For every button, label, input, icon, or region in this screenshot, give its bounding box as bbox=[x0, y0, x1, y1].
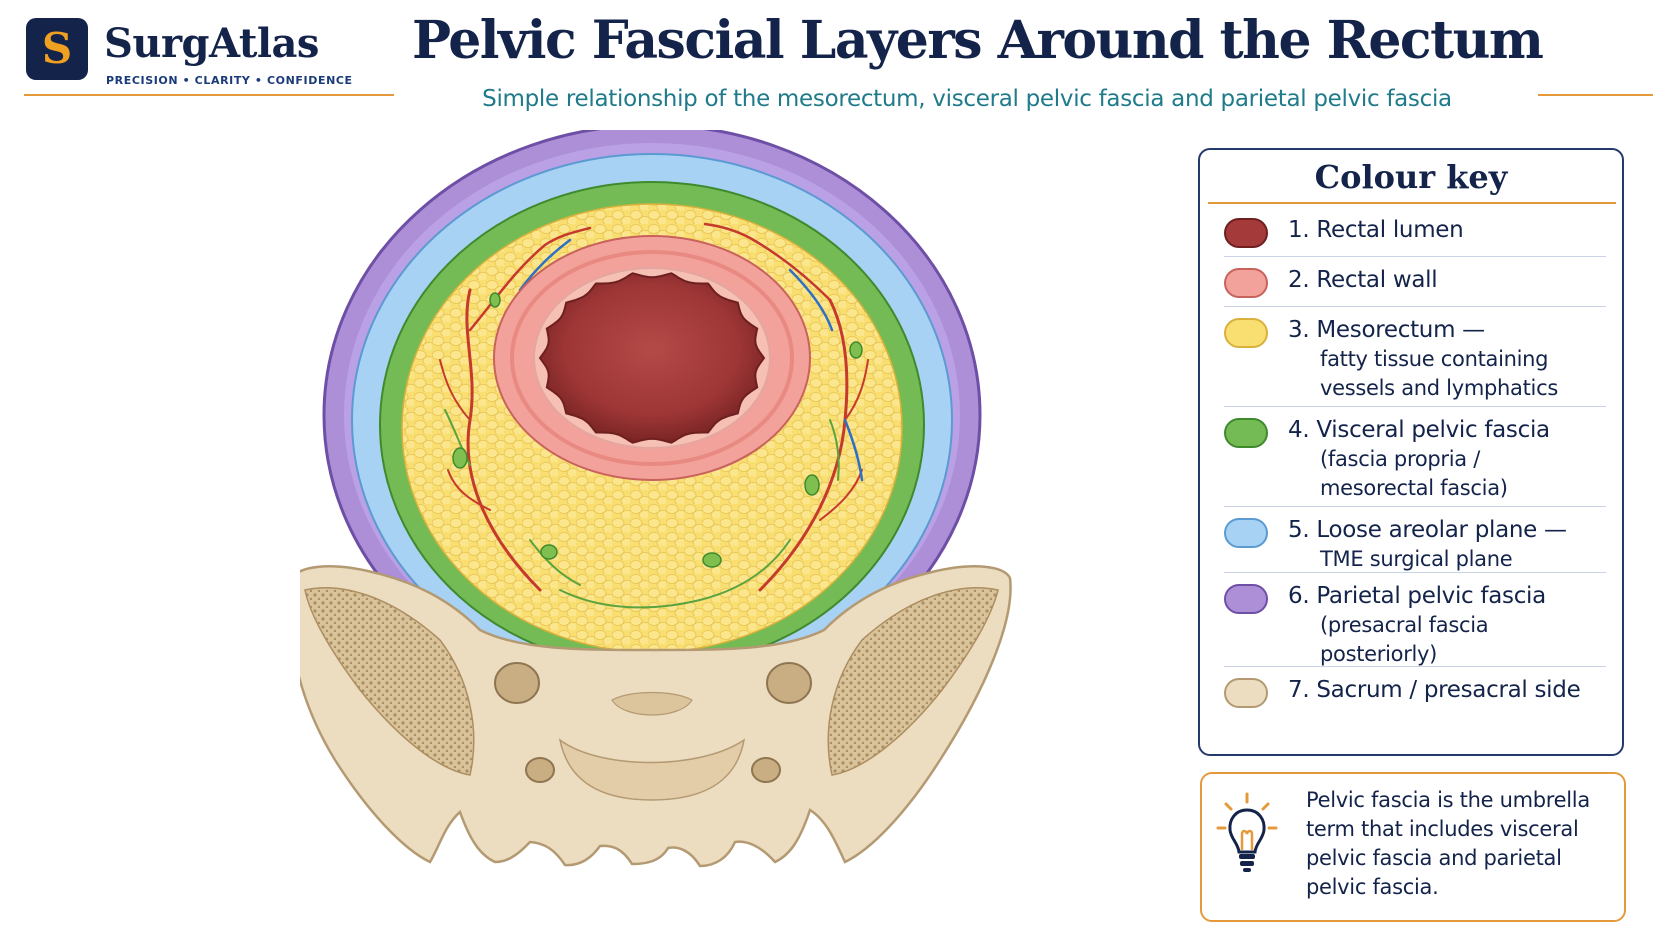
colour-swatch bbox=[1224, 318, 1268, 348]
colour-key-separator bbox=[1224, 506, 1606, 507]
colour-key-separator bbox=[1224, 572, 1606, 573]
lightbulb-icon bbox=[1216, 792, 1278, 872]
colour-key-separator bbox=[1224, 306, 1606, 307]
colour-key-label: 3. Mesorectum — fatty tissue containing ve… bbox=[1288, 316, 1558, 403]
rectum-cross-section-diagram bbox=[300, 130, 1012, 868]
colour-key-name: Mesorectum — bbox=[1316, 317, 1485, 343]
colour-key-separator bbox=[1224, 666, 1606, 667]
colour-key-number: 1. bbox=[1288, 217, 1310, 243]
colour-key-item: 4. Visceral pelvic fascia (fascia propria… bbox=[1200, 408, 1622, 506]
rectal-lumen bbox=[538, 272, 766, 444]
colour-key-label: 2. Rectal wall bbox=[1288, 266, 1438, 295]
colour-swatch bbox=[1224, 418, 1268, 448]
colour-key-description: (fascia propria / bbox=[1320, 447, 1480, 471]
colour-key-description: TME surgical plane bbox=[1320, 547, 1513, 571]
brand-name: SurgAtlas bbox=[104, 20, 319, 67]
colour-swatch bbox=[1224, 678, 1268, 708]
colour-key-description: mesorectal fascia) bbox=[1320, 476, 1508, 500]
colour-key-number: 4. bbox=[1288, 417, 1310, 443]
header-divider-left bbox=[24, 94, 394, 96]
colour-key-number: 3. bbox=[1288, 317, 1310, 343]
colour-key-title-divider bbox=[1208, 202, 1616, 204]
sacrum-bone bbox=[300, 565, 1012, 868]
colour-swatch bbox=[1224, 518, 1268, 548]
colour-key-name: Visceral pelvic fascia bbox=[1316, 417, 1550, 443]
colour-key-item: 2. Rectal wall bbox=[1200, 258, 1622, 306]
colour-key-number: 7. bbox=[1288, 677, 1310, 703]
colour-key-number: 2. bbox=[1288, 267, 1310, 293]
colour-key-label: 4. Visceral pelvic fascia (fascia propria… bbox=[1288, 416, 1550, 503]
lymph-nodes bbox=[452, 292, 863, 568]
brand-tagline: PRECISION • CLARITY • CONFIDENCE bbox=[106, 74, 353, 87]
colour-key-name: Parietal pelvic fascia bbox=[1316, 583, 1546, 609]
header-divider-right bbox=[1538, 94, 1653, 96]
colour-key-item: 7. Sacrum / presacral side bbox=[1200, 668, 1622, 716]
colour-key-separator bbox=[1224, 406, 1606, 407]
colour-swatch bbox=[1224, 268, 1268, 298]
note-text: Pelvic fascia is the umbrella term that … bbox=[1306, 788, 1590, 899]
page-title: Pelvic Fascial Layers Around the Rectum bbox=[412, 10, 1544, 71]
colour-key-item: 6. Parietal pelvic fascia (presacral fasc… bbox=[1200, 574, 1622, 666]
colour-key-item: 1. Rectal lumen bbox=[1200, 208, 1622, 256]
colour-key-description: posteriorly) bbox=[1320, 642, 1438, 666]
colour-key-label: 5. Loose areolar plane — TME surgical pla… bbox=[1288, 516, 1567, 574]
colour-swatch bbox=[1224, 584, 1268, 614]
colour-key-item: 5. Loose areolar plane — TME surgical pla… bbox=[1200, 508, 1622, 572]
colour-key-label: 7. Sacrum / presacral side bbox=[1288, 676, 1581, 705]
logo-letter: S bbox=[41, 24, 73, 73]
colour-key-description: vessels and lymphatics bbox=[1320, 376, 1558, 400]
colour-key-number: 5. bbox=[1288, 517, 1310, 543]
colour-key-name: Rectal wall bbox=[1316, 267, 1438, 293]
colour-key-number: 6. bbox=[1288, 583, 1310, 609]
mesorectal-vessels bbox=[439, 222, 869, 609]
colour-key-name: Sacrum / presacral side bbox=[1316, 677, 1581, 703]
colour-key-description: (presacral fascia bbox=[1320, 613, 1489, 637]
colour-key-label: 6. Parietal pelvic fascia (presacral fasc… bbox=[1288, 582, 1546, 669]
colour-key-title: Colour key bbox=[1314, 158, 1508, 196]
info-note: Pelvic fascia is the umbrella term that … bbox=[1200, 772, 1626, 922]
colour-key-separator bbox=[1224, 256, 1606, 257]
colour-key-name: Loose areolar plane — bbox=[1316, 517, 1567, 543]
page-subtitle: Simple relationship of the mesorectum, v… bbox=[482, 86, 1452, 112]
colour-swatch bbox=[1224, 218, 1268, 248]
colour-key-label: 1. Rectal lumen bbox=[1288, 216, 1464, 245]
colour-key-item: 3. Mesorectum — fatty tissue containing ve… bbox=[1200, 308, 1622, 406]
colour-key-description: fatty tissue containing bbox=[1320, 347, 1549, 371]
brand-logo: S SurgAtlas PRECISION • CLARITY • CONFID… bbox=[24, 14, 369, 94]
logo-badge-icon: S bbox=[26, 18, 88, 80]
colour-key-name: Rectal lumen bbox=[1316, 217, 1464, 243]
